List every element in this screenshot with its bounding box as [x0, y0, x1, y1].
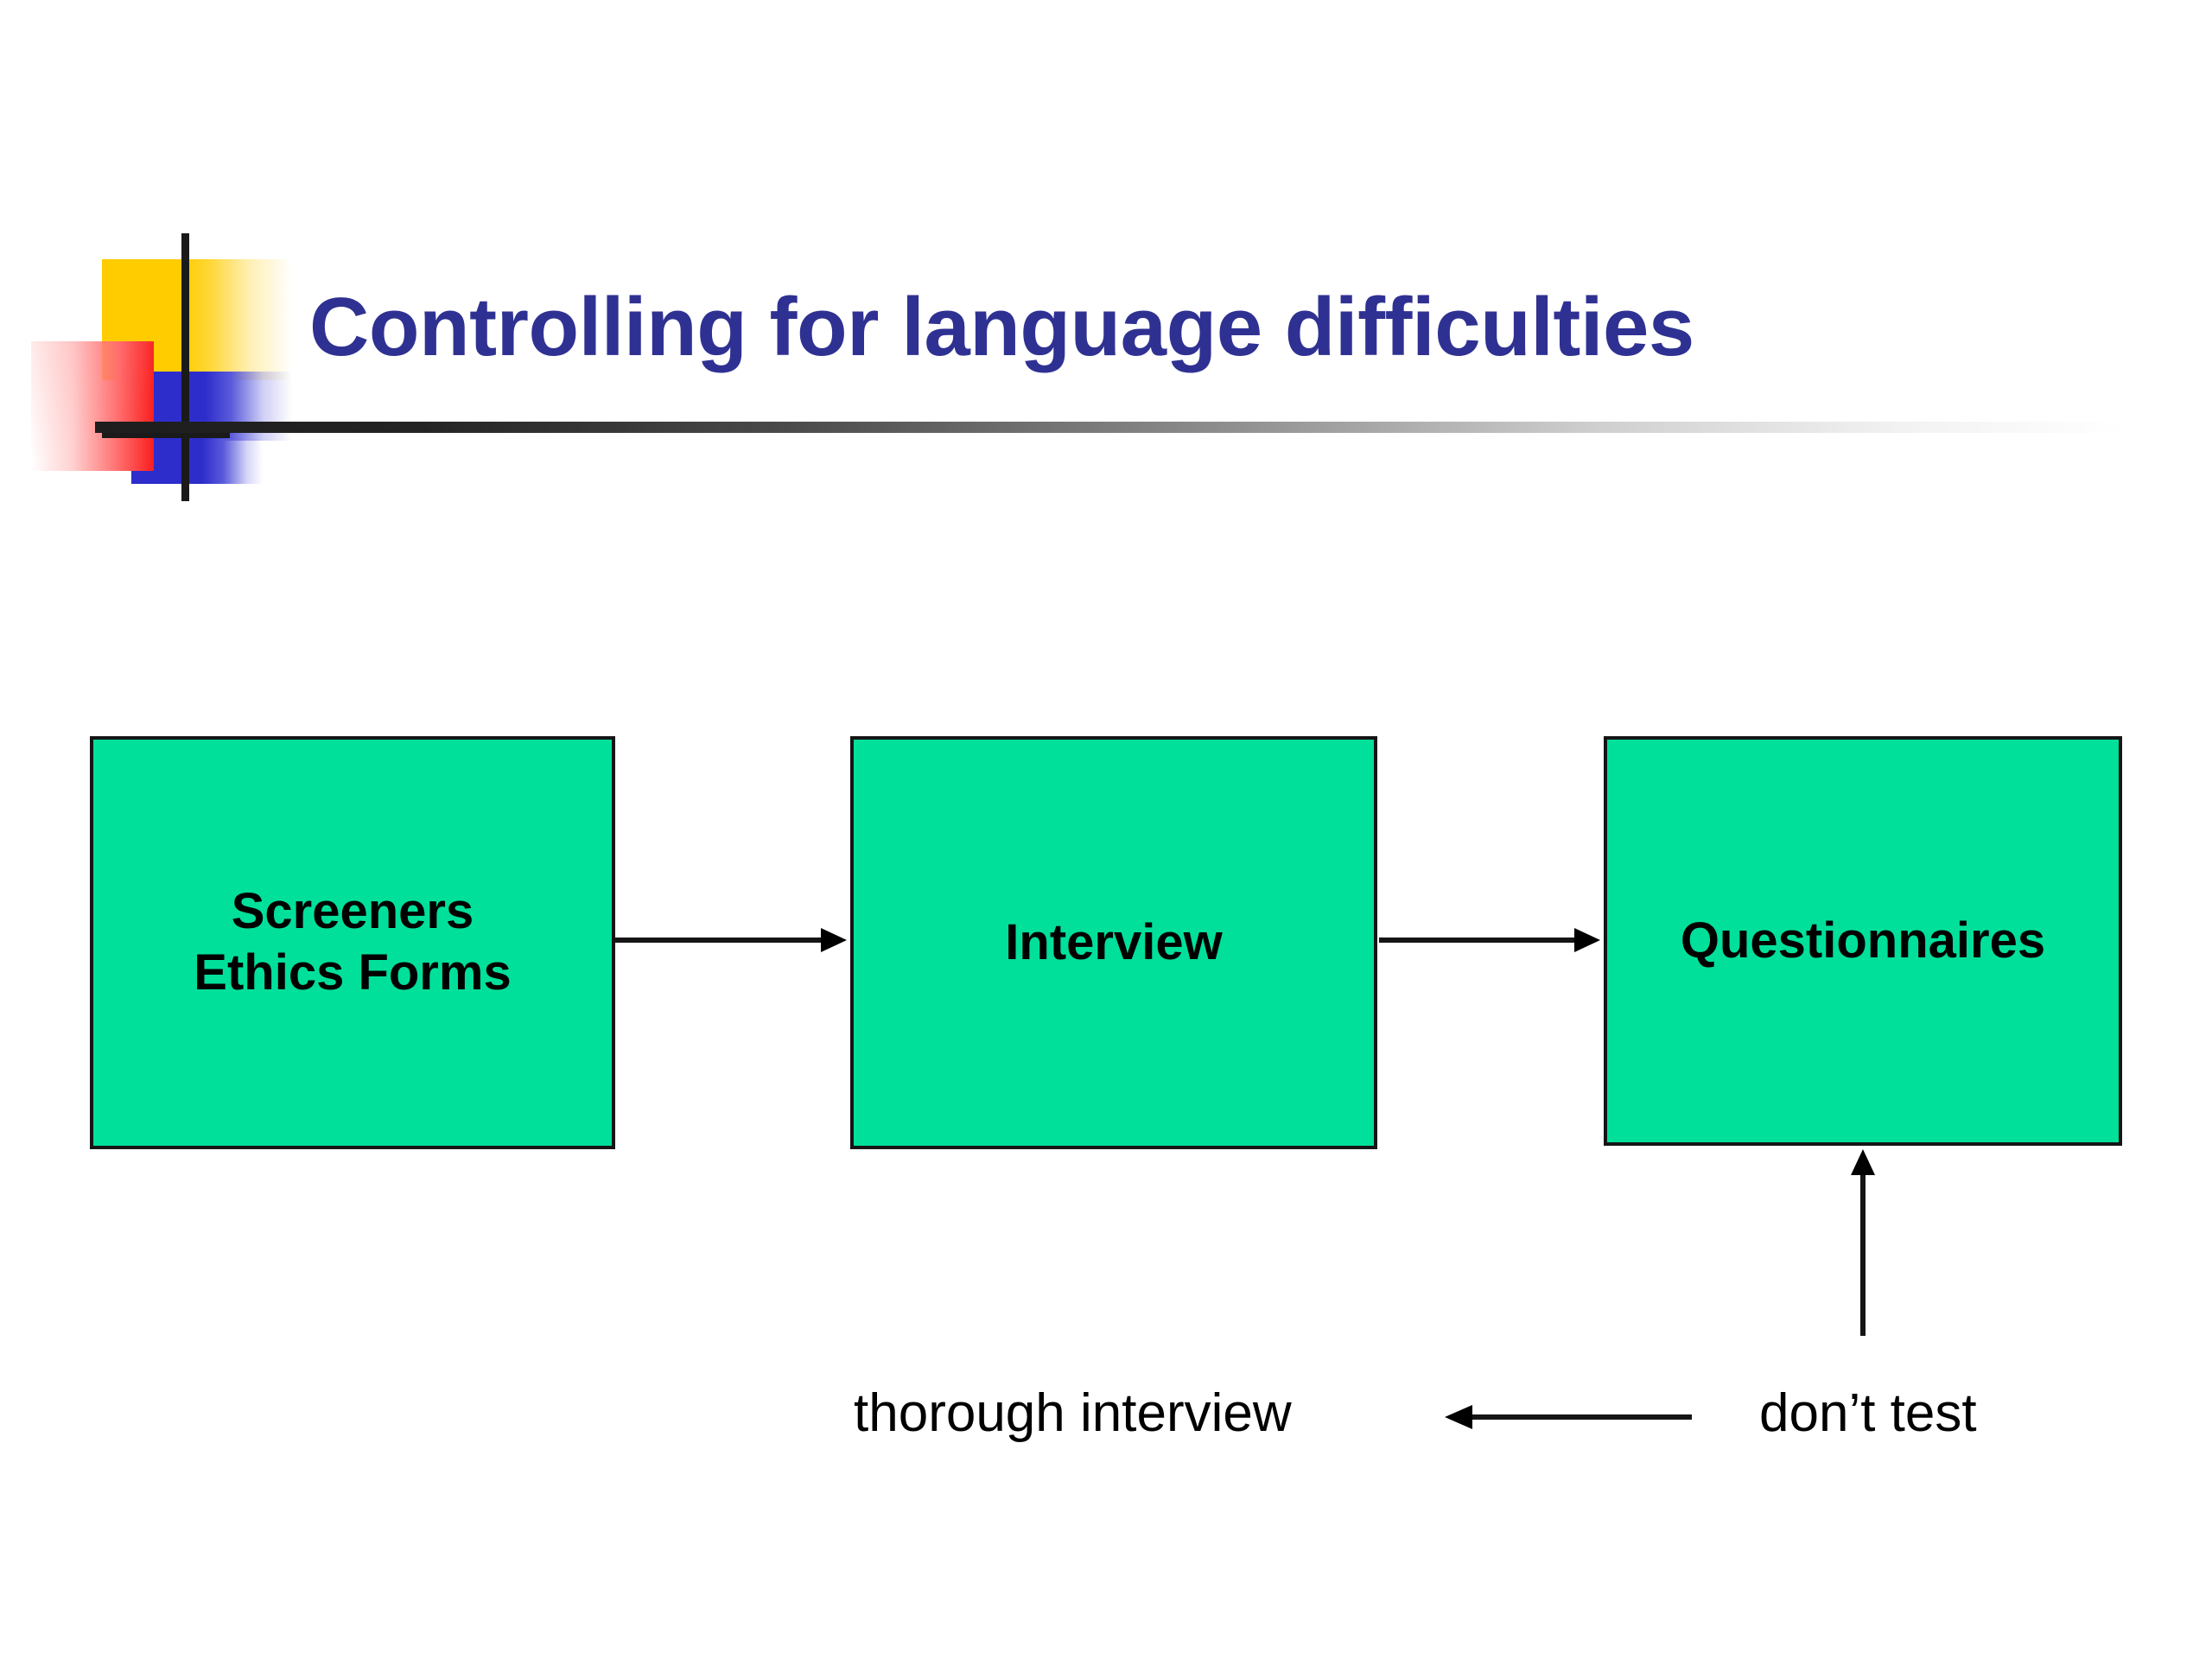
arrow-left-dont-test-to-thorough-interview-icon	[1445, 1402, 1692, 1433]
annotation-dont-test: don’t test	[1759, 1383, 1977, 1443]
page-title: Controlling for language difficulties	[309, 281, 1694, 373]
flow-box-questionnaires: Questionnaires	[1604, 736, 2122, 1146]
title-underline-rule	[95, 422, 2126, 433]
logo-red-square-highlight	[31, 341, 154, 471]
flow-box-interview-label: Interview	[1005, 913, 1223, 970]
logo-vertical-bar-icon	[181, 233, 189, 501]
flow-box-screeners: Screeners Ethics Forms	[90, 736, 615, 1149]
decorative-squares-logo	[0, 207, 328, 518]
arrow-right-interview-to-questionnaires-icon	[1379, 925, 1600, 956]
annotation-thorough-interview: thorough interview	[854, 1383, 1292, 1443]
flow-box-questionnaires-label: Questionnaires	[1680, 912, 2046, 969]
logo-red-square	[31, 341, 154, 471]
arrow-right-screeners-to-interview-icon	[615, 925, 847, 956]
flow-box-interview: Interview	[850, 736, 1377, 1149]
logo-horizontal-bar-icon	[102, 430, 230, 438]
arrow-up-to-questionnaires-icon	[1846, 1149, 1880, 1336]
flow-box-screeners-label: Screeners Ethics Forms	[194, 883, 512, 1001]
